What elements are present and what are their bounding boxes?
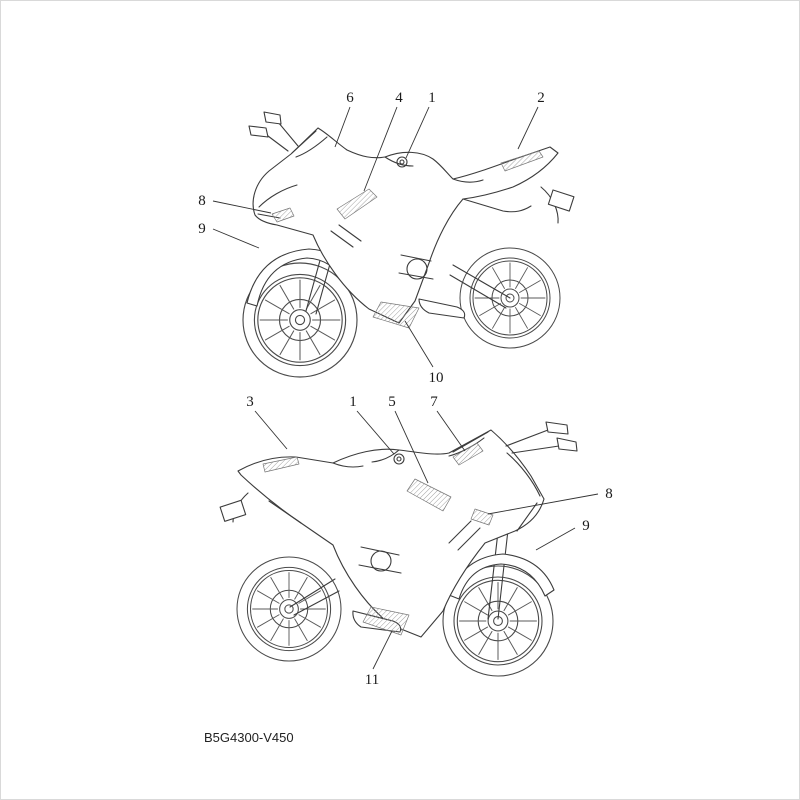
body-fairing <box>252 127 559 324</box>
callout-leader <box>334 106 351 148</box>
callout-label: 9 <box>582 518 590 534</box>
decal-patch-8 <box>271 207 295 223</box>
fuel-cap <box>396 156 408 168</box>
part-code: B5G4300-V450 <box>204 730 294 745</box>
callout-leader <box>436 410 466 452</box>
rear-fender-plate <box>540 186 575 224</box>
motorcycle-right-side-drawing <box>219 421 578 677</box>
callout-label: 6 <box>346 90 354 106</box>
fuel-cap <box>393 453 405 465</box>
callout-label: 7 <box>430 394 438 410</box>
callout-leader <box>254 410 288 450</box>
body-seam-lines <box>384 156 532 213</box>
exhaust <box>418 298 466 319</box>
callout-label: 1 <box>349 394 357 410</box>
decal-patch-4 <box>336 188 378 220</box>
headlight <box>506 452 541 532</box>
callout-leader <box>372 630 393 670</box>
windscreen <box>291 130 328 158</box>
callout-leader <box>212 200 272 214</box>
callout-label: 11 <box>365 672 379 688</box>
decal-patch-5 <box>406 478 452 512</box>
motorcycle-left-side-drawing <box>242 111 575 378</box>
body-seam-lines <box>268 449 400 524</box>
decal-patch-3 <box>262 456 300 473</box>
callout-label: 8 <box>198 193 206 209</box>
body-fairing <box>237 429 545 638</box>
fairing-vents <box>330 224 362 248</box>
callout-leader <box>487 493 599 515</box>
rear-wheel <box>236 556 342 662</box>
engine-detail <box>358 546 402 574</box>
decal-patch-2 <box>500 150 544 172</box>
decal-patch-11 <box>362 606 410 636</box>
callouts-right-side-view: 3 1 5 7 8 9 11 <box>246 394 613 688</box>
callout-label: 8 <box>605 486 613 502</box>
fairing-vents <box>448 520 481 551</box>
front-fender <box>448 553 555 600</box>
callout-leader <box>212 228 260 249</box>
decal-patch-8 <box>470 508 494 526</box>
callout-leader <box>517 106 539 150</box>
mirrors <box>248 111 299 152</box>
callout-label: 3 <box>246 394 254 410</box>
callout-leader <box>535 527 576 551</box>
callout-leader <box>356 410 395 455</box>
front-fork <box>487 520 510 620</box>
callout-leader <box>363 106 398 192</box>
callout-label: 9 <box>198 221 206 237</box>
engine-detail <box>398 254 434 280</box>
callout-label: 10 <box>429 370 444 386</box>
callout-leader <box>405 106 430 159</box>
callout-leader <box>394 410 429 484</box>
callouts-left-side-view: 6 4 1 2 8 9 10 <box>198 90 545 386</box>
swingarm <box>289 578 340 616</box>
rear-fender-plate <box>219 492 249 523</box>
swingarm <box>449 264 511 309</box>
callout-label: 5 <box>388 394 396 410</box>
decal-patch-7 <box>452 442 484 466</box>
callout-leader <box>404 320 434 368</box>
callout-label: 4 <box>395 90 403 106</box>
mirrors <box>505 421 578 454</box>
callout-label: 2 <box>537 90 545 106</box>
callout-label: 1 <box>428 90 436 106</box>
